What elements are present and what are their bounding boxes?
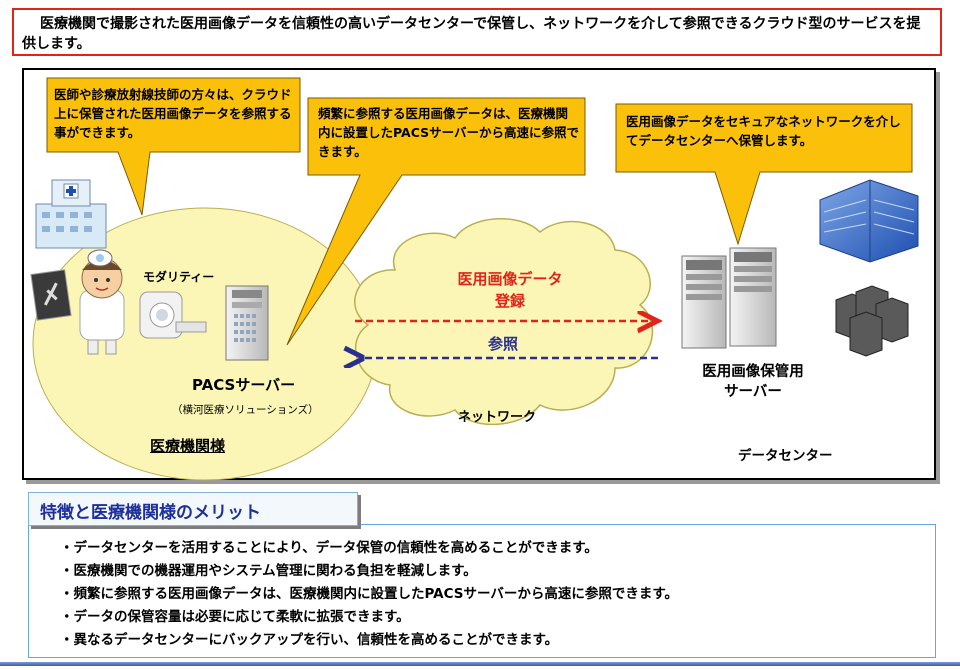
summary-text: 医療機関で撮影された医用画像データを信頼性の高いデータセンターで保管し、ネットワ… bbox=[22, 16, 921, 52]
modality-label: モダリティー bbox=[143, 270, 215, 284]
bottom-rule bbox=[0, 662, 960, 666]
storage-server-icon bbox=[681, 247, 777, 349]
merits-title: 特徴と医療機関様のメリット bbox=[40, 503, 261, 523]
summary-box bbox=[12, 8, 942, 56]
hospital-title: 医療機関様 bbox=[150, 437, 226, 455]
callout-pacs-text: 頻繁に参照する医用画像データは、医療機関内に設置したPACSサーバーから高速に参… bbox=[318, 106, 579, 159]
hospital-building-icon bbox=[35, 179, 107, 249]
modality-scanner-icon bbox=[139, 291, 207, 339]
callout-pacs-bubble bbox=[286, 97, 586, 346]
datacenter-label: データセンター bbox=[738, 448, 833, 464]
callout-secure-bubble bbox=[615, 103, 913, 246]
merit-item: ・データの保管容量は必要に応じて柔軟に拡張できます。 bbox=[60, 609, 410, 625]
doctor-icon bbox=[79, 249, 125, 355]
pacs-server-label: PACSサーバー bbox=[192, 376, 296, 394]
merits-box bbox=[28, 524, 936, 658]
callout-physicians-bubble bbox=[46, 77, 301, 216]
callout-physicians-text: 医師や診療放射線技師の方々は、クラウド上に保管された医用画像データを参照する事が… bbox=[54, 87, 292, 140]
storage-server-label-line2: サーバー bbox=[724, 384, 782, 400]
pacs-vendor-label: （横河医療ソリューションズ） bbox=[172, 404, 319, 416]
server-rack-cluster-icon bbox=[835, 285, 909, 357]
callout-secure-text: 医用画像データをセキュアなネットワークを介してデータセンターへ保管します。 bbox=[626, 114, 901, 148]
register-label-line1: 医用画像データ bbox=[457, 270, 563, 288]
merit-item: ・データセンターを活用することにより、データ保管の信頼性を高めることができます。 bbox=[60, 540, 598, 556]
xray-film-icon bbox=[30, 269, 72, 321]
network-label: ネットワーク bbox=[458, 410, 537, 425]
merit-item: ・頻繁に参照する医用画像データは、医療機関内に設置したPACSサーバーから高速に… bbox=[60, 586, 678, 602]
storage-server-label-line1: 医用画像保管用 bbox=[702, 364, 804, 380]
merits-title-box bbox=[28, 492, 358, 526]
pacs-server-icon bbox=[225, 285, 269, 361]
merit-item: ・異なるデータセンターにバックアップを行い、信頼性を高めることができます。 bbox=[60, 632, 559, 648]
reference-label: 参照 bbox=[488, 335, 519, 353]
office-building-icon bbox=[819, 179, 919, 263]
merit-item: ・医療機関での機器運用やシステム管理に関わる負担を軽減します。 bbox=[60, 563, 477, 579]
register-label-line2: 登録 bbox=[494, 292, 525, 310]
